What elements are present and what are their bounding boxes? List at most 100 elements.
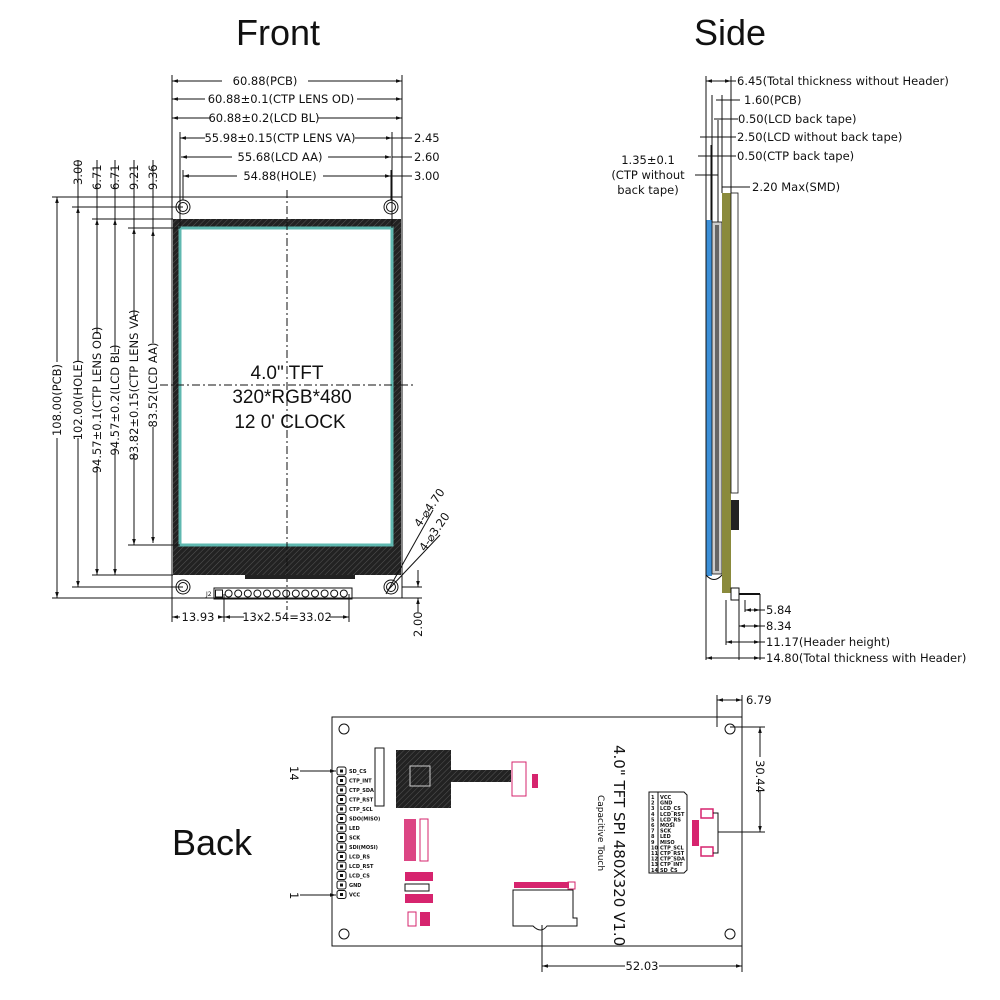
dim-lcd-thickness: 2.50(LCD without back tape)	[737, 130, 902, 144]
pin-table-number: 11	[651, 851, 658, 857]
pin-table-number: 10	[651, 845, 658, 851]
header-pin	[234, 589, 243, 598]
pin-table-number: 2	[651, 801, 655, 807]
header-pin	[311, 589, 319, 598]
sd-card-slot	[512, 889, 578, 931]
back-connector	[692, 820, 699, 846]
header-pin	[282, 589, 291, 598]
pin-table-number: 1	[651, 795, 655, 801]
dim-5-84: 5.84	[766, 603, 792, 617]
dim-header-height: 11.17(Header height)	[766, 635, 890, 649]
fpc-connector	[374, 747, 385, 807]
dim-ctp-lens-od: 60.88±0.1(CTP LENS OD)	[208, 92, 355, 106]
dim-top-6-71-b: 6.71	[108, 164, 122, 190]
back-view: SD_CSCTP_INTCTP_SDACTP_RSTCTP_SCLSDO(MIS…	[287, 693, 772, 973]
side-dimension-lines	[695, 76, 765, 660]
pin-table-name: LCD_CS	[660, 806, 681, 812]
dim-right-2-60: 2.60	[414, 150, 440, 164]
lcd-active-area	[178, 226, 394, 547]
dim-top-9-36: 9.36	[146, 164, 160, 190]
dim-30-44: 30.44	[753, 760, 767, 793]
pin-table-name: MOSI	[660, 823, 675, 829]
pin-table-name: GND	[660, 801, 672, 807]
header-pin-square	[215, 589, 223, 598]
pin-table-name: CTP_SCL	[660, 845, 685, 851]
pcb-layer	[722, 193, 731, 593]
pin-table-name: SCK	[660, 829, 672, 835]
dim-pcb-thickness: 1.60(PCB)	[744, 93, 801, 107]
back-pin-label: LED	[349, 826, 360, 832]
fpc-socket	[511, 761, 527, 797]
dim-52-03: 52.03	[626, 959, 659, 973]
dim-top-3-00: 3.00	[71, 159, 85, 185]
dim-lcd-bl: 60.88±0.2(LCD BL)	[208, 111, 319, 125]
dim-ctp-label-line2: (CTP without	[611, 168, 685, 182]
header-base	[730, 587, 740, 601]
pin-table-number: 5	[651, 817, 655, 823]
header-pin	[291, 589, 300, 598]
dim-ctp-lens-od-height: 94.57±0.1(CTP LENS OD)	[90, 327, 104, 474]
pin-table-number: 6	[651, 823, 655, 829]
pin-1-label: 1	[287, 892, 301, 899]
header-pin	[224, 589, 233, 598]
back-pin-label: SD_CS	[349, 769, 367, 775]
back-pin-label: GND	[349, 883, 361, 889]
dim-right-2-45: 2.45	[414, 131, 440, 145]
back-pin-label: SDO(MISO)	[349, 817, 380, 823]
back-pin-label: SCK	[349, 836, 361, 842]
header-pin	[320, 589, 329, 598]
header-pin	[330, 589, 339, 598]
pin-14-label: 14	[287, 766, 301, 781]
header-pins	[215, 589, 348, 598]
pin-table-name: LCD_RST	[660, 812, 685, 818]
back-pin-label: CTP_SCL	[349, 807, 374, 813]
dim-lcd-aa: 55.68(LCD AA)	[238, 150, 323, 164]
dim-pcb-height: 108.00(PCB)	[50, 364, 64, 436]
pin-table-name: LED	[660, 834, 671, 840]
dim-ctp-back-tape: 0.50(CTP back tape)	[737, 149, 854, 163]
pin-table	[648, 791, 688, 874]
pin-table-name: CTP_SDA	[660, 857, 685, 863]
dim-top-6-71-a: 6.71	[90, 164, 104, 190]
side-title: Side	[694, 12, 766, 53]
pin-table-number: 9	[651, 840, 655, 846]
back-mounting-holes	[338, 723, 736, 940]
dim-lcd-aa-height: 83.52(LCD AA)	[146, 343, 160, 428]
pin-table-number: 12	[651, 857, 658, 863]
dim-ctp-thickness: 1.35±0.1	[621, 153, 675, 167]
back-pcb-outline	[331, 716, 743, 947]
side-connector	[731, 500, 739, 530]
pin-table-number: 13	[651, 862, 658, 868]
back-pin-label: VCC	[349, 893, 361, 899]
dim-pcb-width: 60.88(PCB)	[233, 74, 298, 88]
back-pin-label: SDI(MOSI)	[349, 845, 378, 851]
dim-top-9-21: 9.21	[127, 164, 141, 190]
back-pin-label: CTP_SDA	[349, 788, 374, 794]
lcd-backlight	[715, 225, 719, 571]
dim-8-34: 8.34	[766, 619, 792, 633]
dim-6-79: 6.79	[746, 693, 772, 707]
pin-table-number: 14	[651, 868, 658, 874]
pin-table-name: CTP_INT	[660, 862, 683, 868]
dim-hole-height: 102.00(HOLE)	[71, 360, 85, 441]
board-title: 4.0" TFT SPI 480X320 V1.0	[610, 745, 628, 946]
dim-right-3-00: 3.00	[414, 169, 440, 183]
smd-components-back	[404, 818, 576, 927]
left-dimension-labels: 108.00(PCB) 102.00(HOLE) 94.57±0.1(CTP L…	[50, 159, 160, 473]
dim-header-offset: 13.93	[182, 610, 215, 624]
back-pin-label: CTP_INT	[349, 779, 372, 785]
dim-lcd-back-tape: 0.50(LCD back tape)	[738, 112, 856, 126]
pin-header	[213, 587, 353, 600]
pin-table-number: 3	[651, 806, 655, 812]
ctp-layer	[706, 220, 712, 576]
pin-table-number: 7	[651, 829, 655, 835]
pin-table-name: LCD_RS	[660, 817, 681, 823]
dim-ctp-label-line3: back tape)	[617, 183, 678, 197]
touch-ic	[409, 765, 431, 787]
front-title: Front	[236, 12, 320, 53]
dim-total-with-header: 14.80(Total thickness with Header)	[766, 651, 966, 665]
header-label: J2	[205, 591, 212, 598]
header-pin	[263, 589, 271, 598]
